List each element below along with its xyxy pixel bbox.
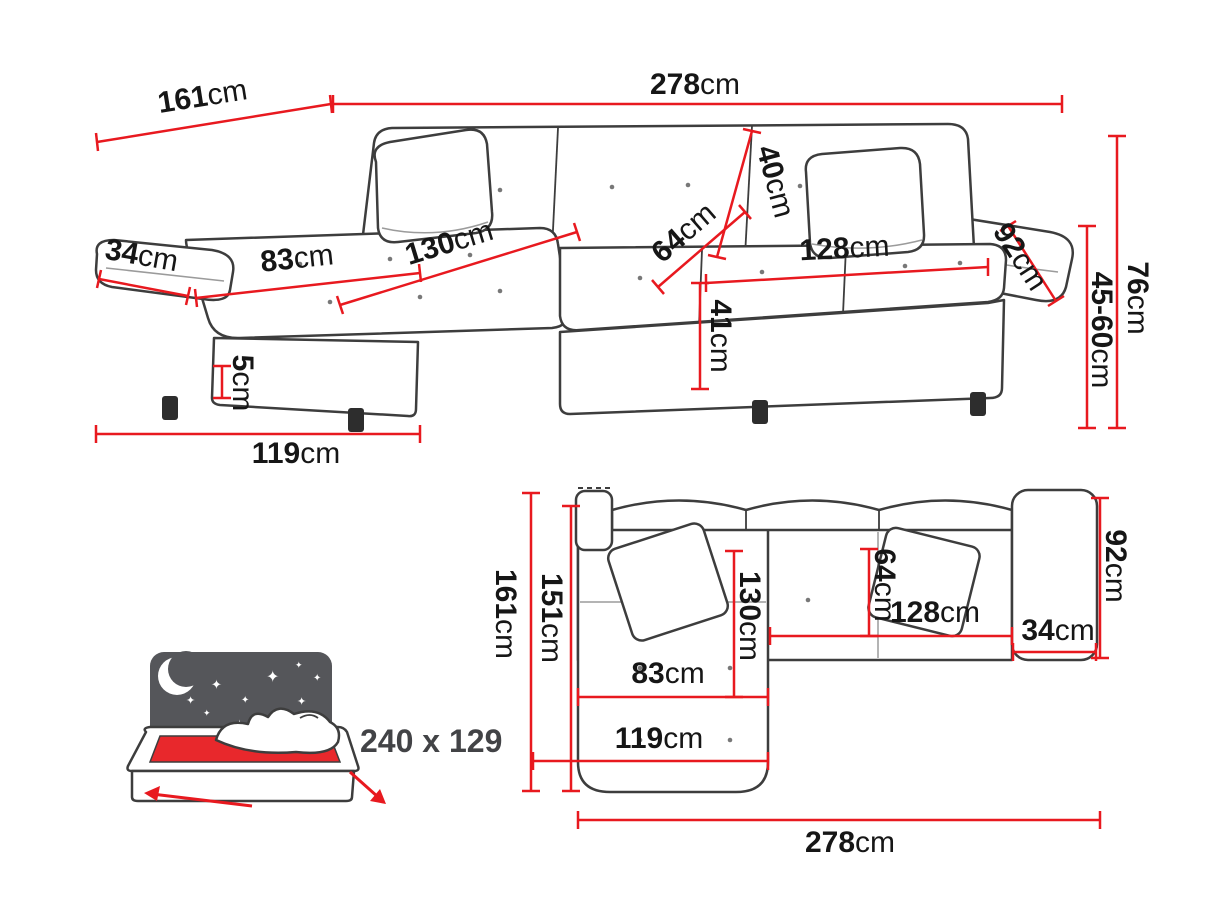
unfold-arrow-right-icon xyxy=(349,770,386,804)
dim-label-plan-chaise-width: 83cm xyxy=(631,657,704,690)
dim-label-depth-left: 161cm xyxy=(155,73,249,120)
dim-label-plan-chaise-outer-width: 119cm xyxy=(615,722,703,755)
dim-plan-armrest-right-length: 92cm xyxy=(1091,496,1132,660)
dim-label-seat-height: 41cm xyxy=(704,299,737,372)
dim-perspective-seat-width: 128cm xyxy=(704,230,990,292)
dim-perspective-depth-left: 161cm xyxy=(94,73,334,152)
dim-label-plan-seat-depth: 64cm xyxy=(868,548,901,621)
dim-plan-chaise-width: 83cm xyxy=(576,657,770,706)
dim-perspective-total-height: 76cm xyxy=(1108,134,1154,430)
svg-text:✦: ✦ xyxy=(295,661,303,671)
dim-plan-seat-width: 128cm xyxy=(768,596,1014,645)
dim-label-plan-armrest-right-length: 92cm xyxy=(1099,529,1132,602)
plan-pillow-left xyxy=(606,522,730,642)
dim-label-plan-seat-width: 128cm xyxy=(890,596,980,629)
dim-perspective-armrest-left: 34cm xyxy=(95,233,192,306)
sofa-perspective-drawing xyxy=(94,122,1074,432)
dim-perspective-seat-height-range: 45-60cm xyxy=(1078,224,1118,430)
sleeping-function-icon: ✦ ✦ ✦ ✦ ✦ ✦ ✦ ✦ ✦ ✦ ✦ ✦ ✦ xyxy=(126,651,502,808)
svg-text:✦: ✦ xyxy=(313,673,321,684)
dim-plan-chaise-length: 130cm xyxy=(725,549,766,699)
pillow-left xyxy=(373,128,494,244)
dim-label-chaise-width: 83cm xyxy=(259,238,335,278)
svg-text:✦: ✦ xyxy=(203,709,211,719)
svg-text:✦: ✦ xyxy=(211,678,222,693)
dim-label-width-top: 278cm xyxy=(650,68,740,101)
dim-label-plan-depth-total: 161cm xyxy=(489,569,522,659)
dim-label-leg-height: 5cm xyxy=(226,355,259,412)
dim-plan-chaise-outer-width: 119cm xyxy=(531,722,770,770)
dim-label-seat-height-range: 45-60cm xyxy=(1085,272,1118,389)
plan-pillow-right xyxy=(867,526,981,638)
moon-icon xyxy=(158,651,204,695)
dim-plan-depth-inner: 151cm xyxy=(535,504,580,793)
dim-perspective-leg-height: 5cm xyxy=(213,355,259,412)
dim-label-chaise-depth: 119cm xyxy=(252,437,340,470)
dim-label-plan-chaise-length: 130cm xyxy=(733,571,766,661)
unfold-arrow-left-icon xyxy=(144,786,253,808)
dim-label-plan-depth-inner: 151cm xyxy=(535,573,568,663)
svg-text:✦: ✦ xyxy=(266,667,279,686)
svg-text:✦: ✦ xyxy=(241,695,249,706)
bed-icon xyxy=(126,707,360,803)
sofa-plan-drawing xyxy=(574,487,1099,794)
dim-label-plan-armrest-right-width: 34cm xyxy=(1021,614,1094,647)
pillow-right xyxy=(804,146,926,260)
dim-plan-depth-total: 161cm xyxy=(489,491,540,793)
dim-label-plan-width-total: 278cm xyxy=(805,826,895,859)
dim-plan-width-total: 278cm xyxy=(576,811,1102,859)
svg-text:✦: ✦ xyxy=(297,695,306,708)
sleeping-area-label: 240 x 129 xyxy=(360,723,502,759)
dim-label-seat-width: 128cm xyxy=(799,230,891,268)
dim-perspective-seat-height: 41cm xyxy=(691,281,737,391)
dim-plan-armrest-right-width: 34cm xyxy=(1011,614,1098,661)
dim-label-total-height: 76cm xyxy=(1121,261,1154,334)
svg-text:✦: ✦ xyxy=(186,694,195,707)
dim-plan-seat-depth: 64cm xyxy=(860,547,901,638)
dim-perspective-chaise-width: 83cm xyxy=(193,238,423,308)
sleeping-person-icon xyxy=(214,707,341,755)
dim-perspective-width-top: 278cm xyxy=(331,68,1064,113)
dim-label-armrest-left: 34cm xyxy=(103,233,181,278)
dim-perspective-chaise-depth: 119cm xyxy=(94,425,422,470)
